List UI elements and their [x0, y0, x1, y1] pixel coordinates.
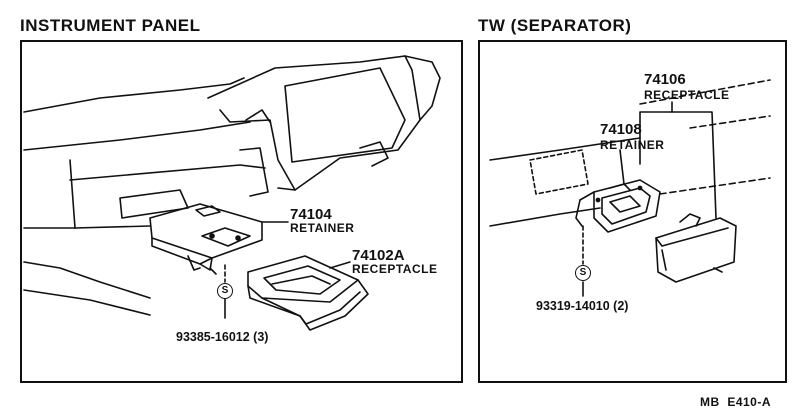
leader-74106-right [671, 111, 717, 219]
leader-74108 [619, 149, 625, 185]
part-number-74104: 74104 [290, 206, 332, 223]
part-number-74102A: 74102A [352, 247, 405, 264]
part-name-retainer-right: RETAINER [600, 138, 665, 152]
instrument-panel-dashboard [23, 55, 441, 316]
bolt-symbol-left: S [217, 283, 233, 299]
right-panel-frame [478, 40, 787, 383]
receptacle-74102A-drawing [247, 255, 369, 331]
bolt-label-left: 93385-16012 (3) [176, 330, 269, 344]
part-name-receptacle-right: RECEPTACLE [644, 88, 730, 102]
receptacle-74106-drawing [655, 213, 737, 283]
left-panel-title: INSTRUMENT PANEL [20, 16, 201, 35]
bolt-symbol-right: S [575, 265, 591, 281]
leader-74106-left [639, 101, 673, 165]
part-number-74106: 74106 [644, 71, 686, 88]
diagram-code: MB E410-A [700, 395, 772, 409]
bolt-label-right: 93319-14010 (2) [536, 299, 629, 313]
part-name-retainer-left: RETAINER [290, 221, 355, 235]
part-number-74108: 74108 [600, 121, 642, 138]
leader-74102A [329, 261, 351, 269]
left-panel-frame [20, 40, 463, 383]
retainer-74108-drawing [575, 179, 661, 233]
retainer-74104-drawing [149, 203, 263, 275]
part-name-receptacle-left: RECEPTACLE [352, 262, 438, 276]
right-panel-title: TW (SEPARATOR) [478, 16, 632, 35]
